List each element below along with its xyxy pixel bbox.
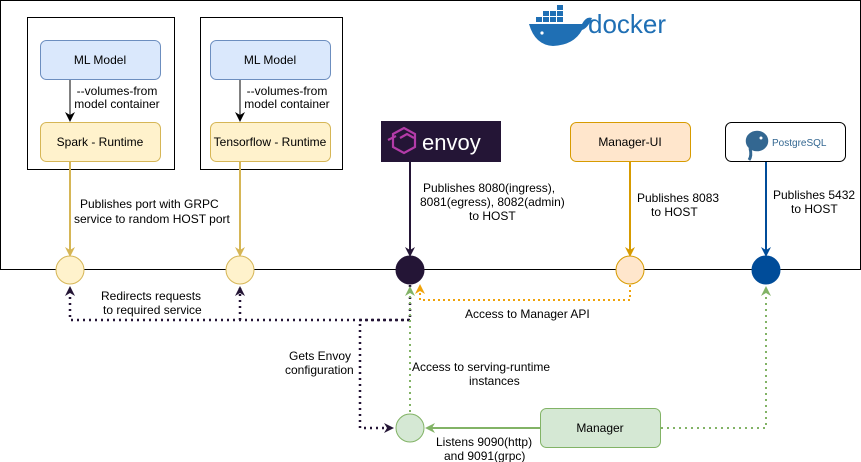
volumes-from-label-2a: --volumes-from	[247, 84, 328, 98]
envoy-config-label-b: configuration	[285, 363, 354, 377]
manager-ui-port-label-a: Publishes 8083	[637, 191, 719, 205]
manager-postgres-line	[661, 286, 771, 429]
postgres-port-label-a: Publishes 5432	[773, 188, 855, 202]
manager-ui-label: Manager-UI	[598, 135, 661, 149]
listens-label-b: and 9091(grpc)	[444, 449, 525, 462]
envoy-config-label-a: Gets Envoy	[289, 349, 351, 363]
envoy-icon	[387, 126, 417, 155]
manager-box	[540, 408, 661, 448]
ml-model-box-1	[40, 40, 161, 80]
manager-ui-box	[570, 122, 691, 162]
manager-ui-port-label-b: to HOST	[651, 205, 698, 219]
envoy-config-line	[358, 318, 410, 433]
listens-label-a: Listens 9090(http)	[436, 435, 532, 449]
docker-logo: docker	[529, 5, 666, 46]
tensorflow-runtime-box	[210, 122, 331, 162]
volumes-from-label-1b: model container	[74, 97, 159, 111]
volumes-from-label-2b: model container	[244, 97, 329, 111]
docker-whale-icon	[529, 5, 592, 46]
ml-model-label-1: ML Model	[74, 53, 126, 67]
manager-ui-host-port	[615, 255, 645, 285]
volumes-from-label-1a: --volumes-from	[77, 84, 158, 98]
ml-model-label-2: ML Model	[244, 53, 296, 67]
envoy-ports-label-a: Publishes 8080(ingress),	[423, 181, 555, 195]
envoy-ports-label-c: to HOST	[469, 209, 516, 223]
manager-api-label: Access to Manager API	[465, 307, 590, 321]
postgres-port-label-b: to HOST	[791, 202, 838, 216]
serving-access-label-b: instances	[469, 374, 520, 388]
redirects-label-a: Redirects requests	[101, 289, 201, 303]
postgres-logo: PostgreSQL	[725, 122, 846, 162]
publishes-grpc-label-b: service to random HOST port	[74, 212, 231, 226]
spark-host-port	[55, 255, 85, 285]
serving-access-label-a: Access to serving-runtime	[412, 360, 550, 374]
spark-runtime-box	[40, 122, 161, 162]
envoy-ports-label-b: 8081(egress), 8082(admin)	[420, 195, 565, 209]
postgres-logo-text: PostgreSQL	[772, 138, 827, 149]
publishes-grpc-label-a: Publishes port with GRPC	[80, 197, 219, 211]
tensorflow-host-port	[225, 255, 255, 285]
envoy-host-port	[395, 255, 425, 285]
manager-api-access-line	[415, 284, 631, 301]
envoy-logo: envoy	[381, 121, 501, 162]
manager-host-port	[395, 413, 425, 443]
envoy-logo-text: envoy	[422, 130, 481, 155]
docker-logo-text: docker	[588, 9, 666, 39]
ml-model-box-2	[210, 40, 331, 80]
tensorflow-runtime-label: Tensorflow - Runtime	[214, 135, 327, 149]
spark-runtime-label: Spark - Runtime	[57, 135, 144, 149]
postgres-host-port	[751, 255, 781, 285]
redirects-label-b: to required service	[103, 303, 202, 317]
postgres-elephant-icon	[744, 129, 770, 161]
manager-label: Manager	[576, 421, 623, 435]
